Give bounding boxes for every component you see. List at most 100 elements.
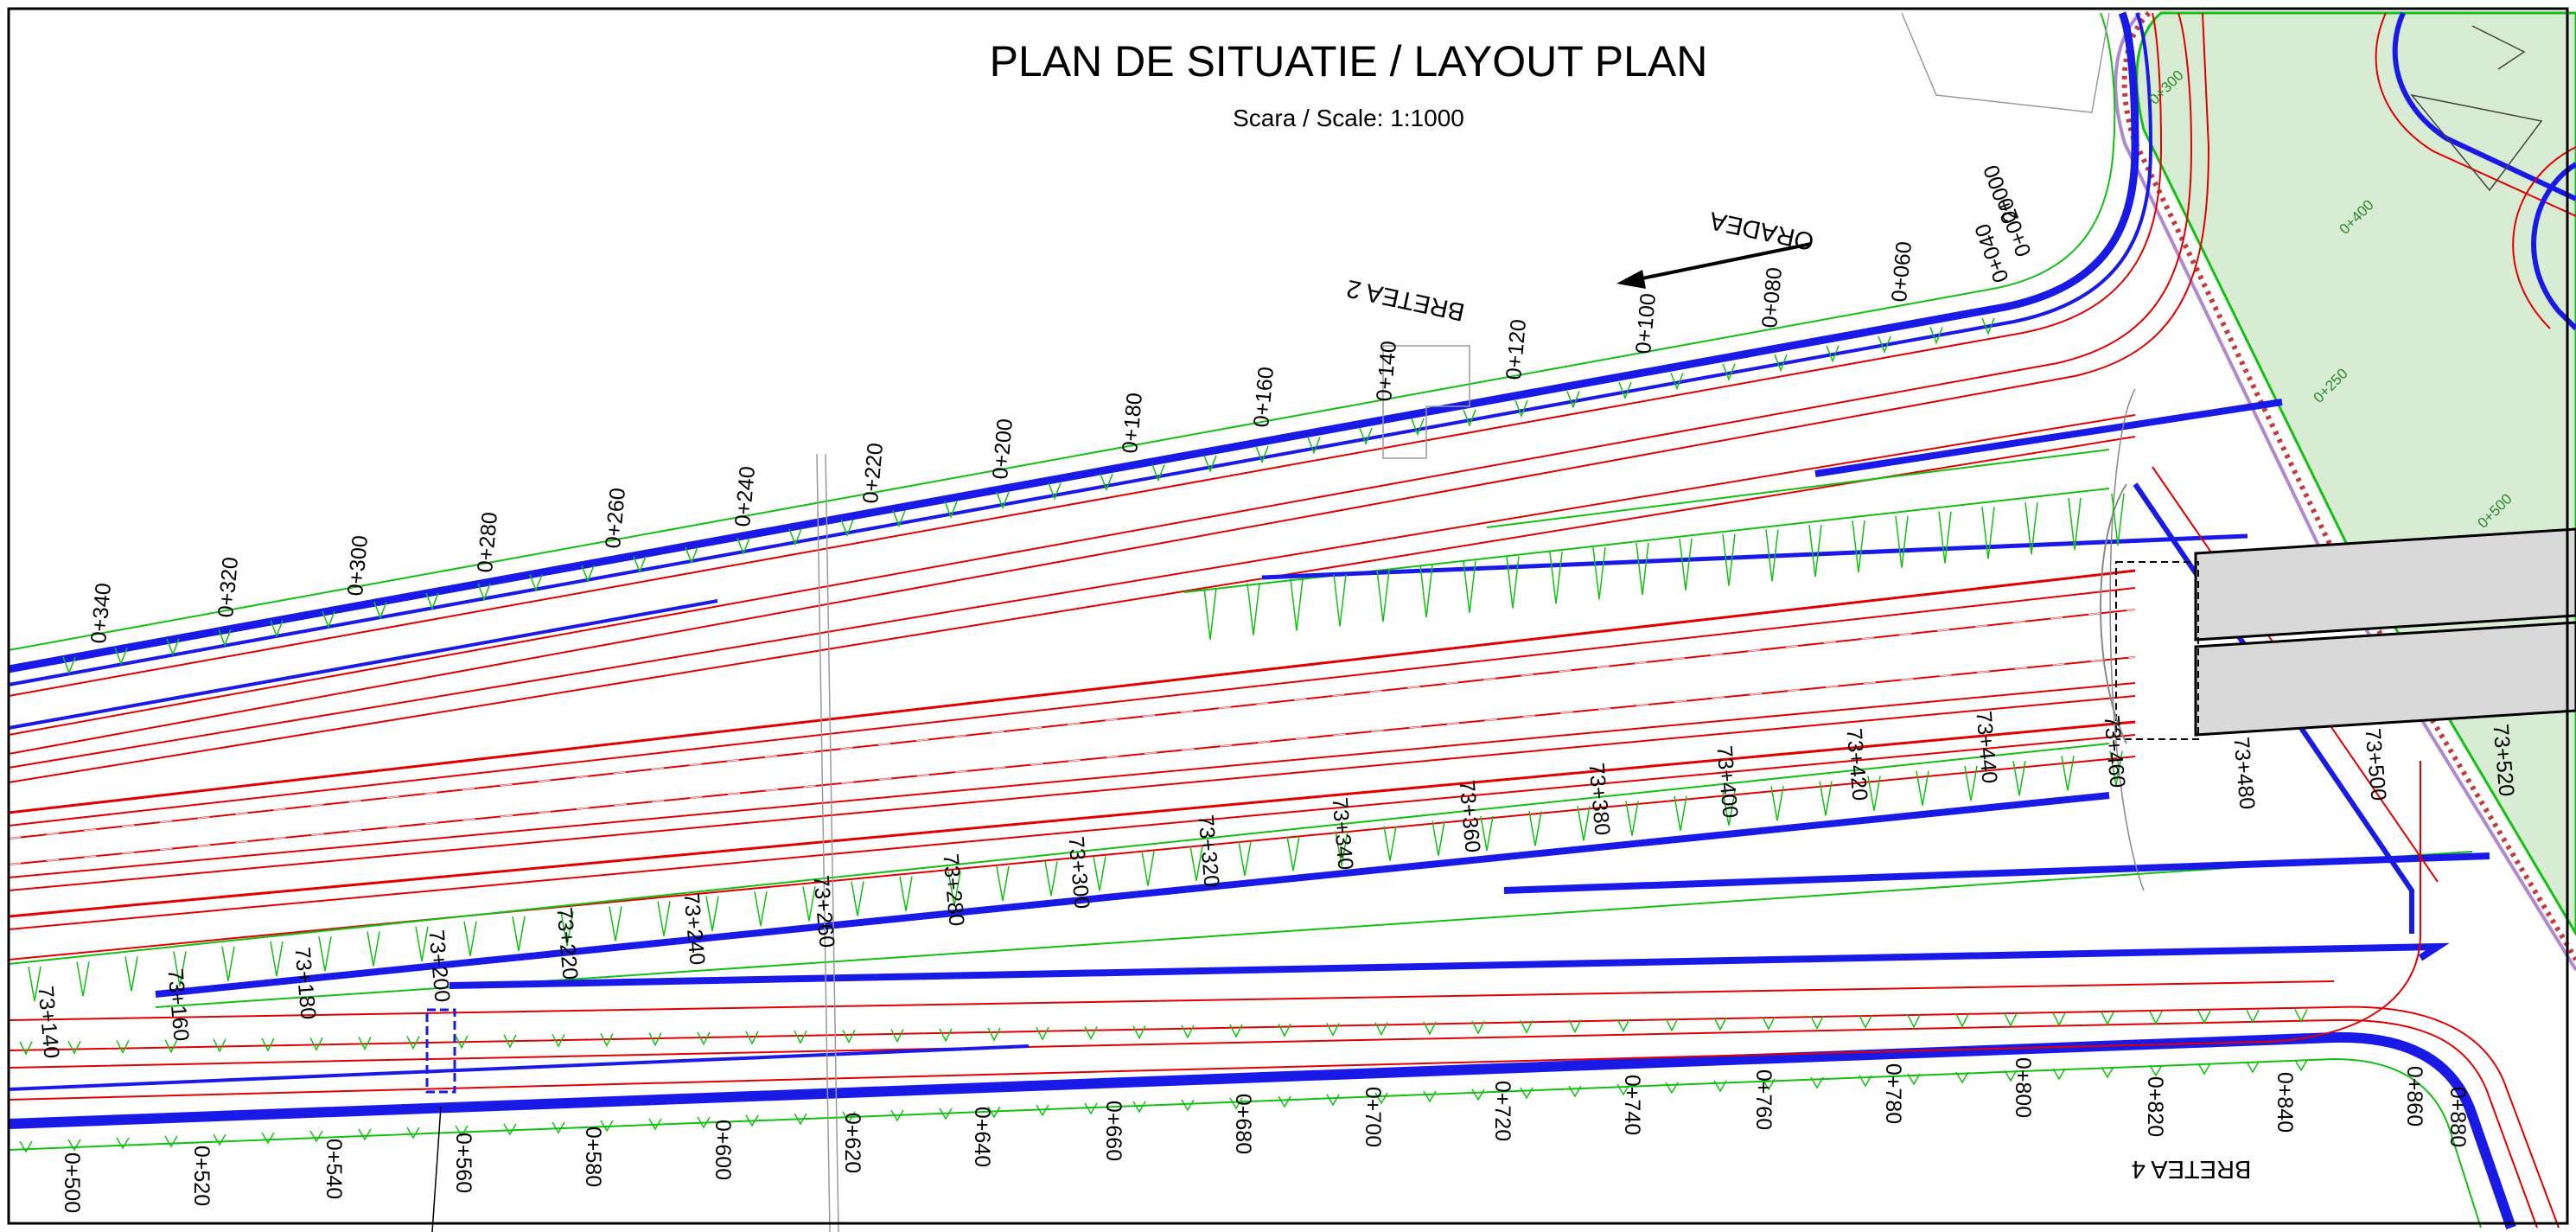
chainage-top-label: 0+260 <box>601 487 630 549</box>
chainage-top-label: 0+120 <box>1502 318 1531 380</box>
slope-tick <box>1665 1082 1679 1095</box>
slope-tick <box>358 1128 372 1141</box>
chainage-bottom-label: 0+860 <box>2402 1066 2426 1127</box>
slope-tick <box>1981 507 1995 559</box>
slope-tick <box>1036 1026 1049 1041</box>
slope-tick <box>1929 327 1943 345</box>
slope-tick <box>996 491 1010 510</box>
slope-tick <box>1616 1083 1630 1096</box>
slope-tick <box>1665 1018 1679 1032</box>
slope-tick <box>1938 511 1952 564</box>
slope-tick <box>1463 560 1476 613</box>
slope-tick <box>1471 1088 1485 1101</box>
slope-tick <box>213 1133 226 1146</box>
slope-tick <box>2149 1064 2163 1077</box>
slope-tick <box>1810 1076 1824 1089</box>
slope-tick <box>1335 831 1349 866</box>
slope-tick <box>736 537 750 556</box>
slope-tick <box>2004 1069 2018 1082</box>
slope-tick <box>270 941 284 977</box>
slope-tick <box>1625 801 1639 836</box>
slope-tick <box>633 556 647 574</box>
slope-tick <box>609 906 622 942</box>
slope-tick <box>1852 520 1865 573</box>
chainage-bottom-label: 0+740 <box>1620 1075 1644 1135</box>
slope-tick <box>19 1041 33 1056</box>
slope-tick <box>2101 1012 2114 1026</box>
slope-tick <box>685 546 698 565</box>
slope-tick <box>1808 525 1822 578</box>
slope-tick <box>1141 851 1155 886</box>
main-carriageways <box>8 399 2490 1008</box>
slope-tick <box>1520 1087 1533 1100</box>
chainage-top-label: 0+200 <box>988 418 1017 480</box>
ramp-label-bretea-4: BRETEA 4 <box>2132 1155 2252 1183</box>
slope-tick <box>1592 547 1606 600</box>
slope-tick <box>1819 781 1833 816</box>
chainage-mainline-label: 73+320 <box>1193 814 1223 888</box>
slope-tick <box>1036 1104 1049 1117</box>
slope-tick <box>581 565 595 584</box>
slope-tick <box>1307 437 1321 455</box>
ramp-bretea-2 <box>8 11 2210 755</box>
slope-tick <box>1229 1097 1243 1110</box>
slope-tick <box>1549 552 1563 604</box>
slope-tick <box>270 620 284 638</box>
slope-tick <box>851 881 864 916</box>
slope-tick <box>1867 776 1881 811</box>
slope-tick <box>1247 583 1260 635</box>
chainage-bottom-label: 0+840 <box>2273 1072 2297 1133</box>
chainage-bottom-label: 0+540 <box>322 1139 346 1199</box>
slope-tick <box>1907 1014 1921 1029</box>
chainage-mainline-label: 73+500 <box>2360 727 2390 801</box>
slope-tick <box>218 629 232 648</box>
slope-tick <box>67 1040 81 1055</box>
slope-tick <box>261 1037 275 1052</box>
slope-tick <box>28 966 41 1002</box>
slope-tick <box>842 1030 856 1044</box>
chainage-top-label: 0+080 <box>1757 266 1787 329</box>
chainage-top-label: 0+180 <box>1118 392 1147 454</box>
slope-tick <box>552 1033 565 1048</box>
slope-tick <box>1359 427 1373 446</box>
slope-tick <box>406 1127 420 1139</box>
slope-tick <box>2061 756 2075 791</box>
slope-tick <box>1290 578 1304 631</box>
slope-tick <box>455 1125 469 1138</box>
chainage-top-label: 0+100 <box>1631 292 1661 354</box>
slope-tick <box>648 1032 662 1047</box>
slope-tick <box>309 1130 323 1143</box>
chainage-top-label: 0+340 <box>86 582 116 644</box>
bridge-deck <box>2100 388 2576 891</box>
slope-tick <box>2012 761 2026 796</box>
slope-tick <box>213 1038 226 1053</box>
slope-tick <box>1618 381 1632 400</box>
slope-tick <box>1326 1023 1340 1037</box>
slope-tick <box>1964 765 1978 801</box>
slope-tick <box>2004 1012 2018 1027</box>
slope-tick <box>367 931 380 967</box>
slope-tick <box>890 1029 904 1044</box>
chainage-bottom-label: 0+500 <box>60 1152 84 1213</box>
chainage-mainline-label: 73+460 <box>2099 714 2129 788</box>
slope-tick <box>939 1108 953 1120</box>
slope-tick <box>1810 1016 1824 1031</box>
median-island <box>2114 10 2576 972</box>
slope-tick <box>1084 1026 1098 1041</box>
slope-tick <box>67 1139 81 1152</box>
slope-markers <box>19 317 2308 1153</box>
slope-tick <box>1713 1017 1727 1031</box>
slope-tick <box>2197 1063 2211 1076</box>
chainage-bottom-label: 0+680 <box>1231 1094 1255 1154</box>
slope-tick <box>1286 836 1300 871</box>
slope-tick <box>1093 856 1106 891</box>
slope-tick <box>1132 1025 1146 1040</box>
slope-tick <box>2246 1009 2260 1024</box>
chainage-top-label: 0+140 <box>1372 340 1401 402</box>
slope-tick <box>1636 542 1649 596</box>
chainage-top-label: 0+060 <box>1887 240 1916 303</box>
chainage-bottom-label: 0+600 <box>711 1120 735 1180</box>
slope-tick <box>2052 1068 2066 1081</box>
slope-tick <box>1100 473 1113 492</box>
slope-tick <box>1383 826 1397 861</box>
